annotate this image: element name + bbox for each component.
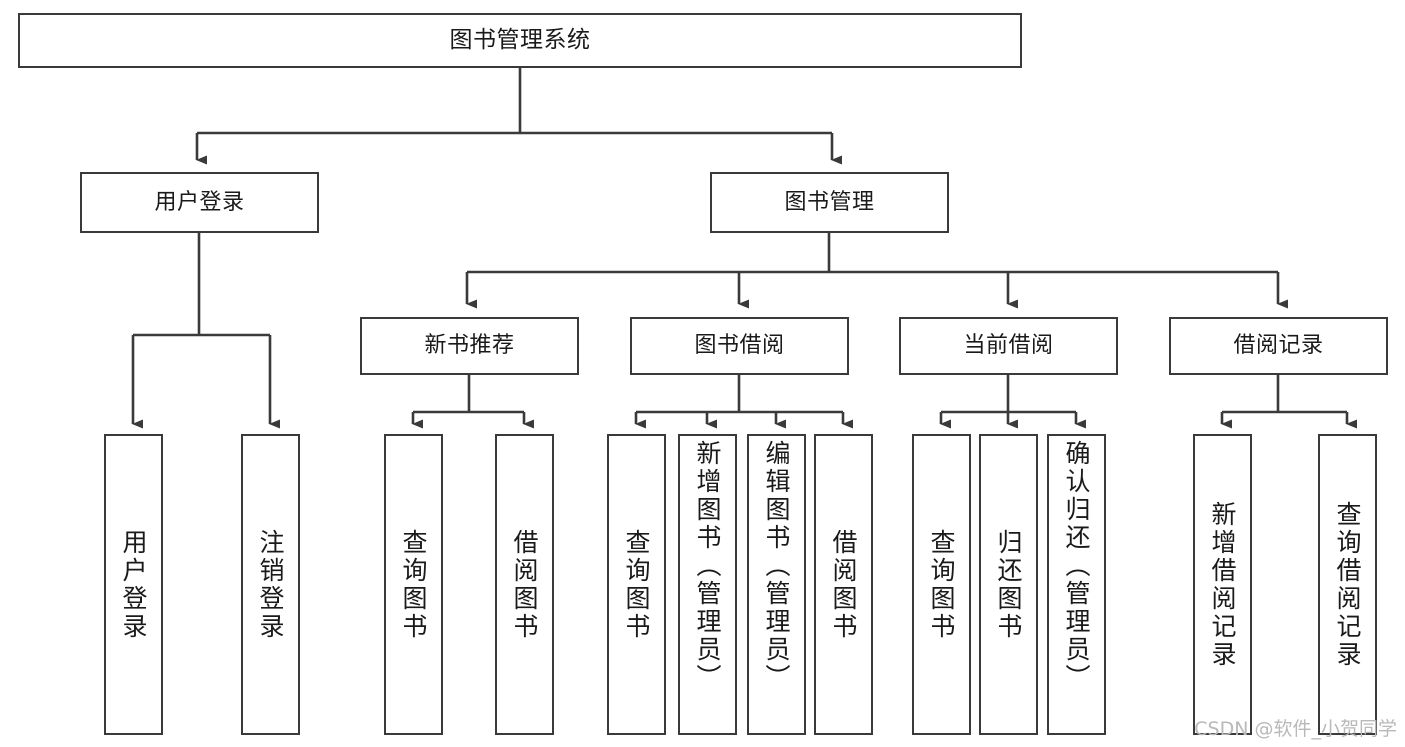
leaf-current-borrow-confirm-return[interactable]: 确认归还（管理员） — [1047, 434, 1106, 735]
node-current-borrow[interactable]: 当前借阅 — [899, 317, 1118, 375]
node-label: 确认归还（管理员） — [1062, 440, 1091, 692]
node-label: 用户登录 — [154, 189, 245, 215]
node-label: 查询图书 — [399, 528, 428, 641]
node-new-book-recommend[interactable]: 新书推荐 — [360, 317, 579, 375]
leaf-user-login-logout[interactable]: 注销登录 — [241, 434, 300, 735]
node-label: 图书借阅 — [694, 333, 785, 359]
csdn-watermark: CSDN @软件_小贺同学 — [1194, 718, 1397, 740]
node-label: 图书管理 — [784, 189, 875, 215]
leaf-current-borrow-query[interactable]: 查询图书 — [912, 434, 971, 735]
node-label: 当前借阅 — [963, 333, 1054, 359]
leaf-user-login-login[interactable]: 用户登录 — [104, 434, 163, 735]
node-label: 注销登录 — [256, 528, 285, 641]
leaf-book-borrow-edit[interactable]: 编辑图书（管理员） — [747, 434, 806, 735]
node-book-borrow[interactable]: 图书借阅 — [630, 317, 849, 375]
node-label: 新增借阅记录 — [1208, 500, 1237, 669]
leaf-book-borrow-borrow[interactable]: 借阅图书 — [814, 434, 873, 735]
node-label: 新增图书（管理员） — [693, 440, 722, 692]
node-label: 编辑图书（管理员） — [762, 440, 791, 692]
node-book-management[interactable]: 图书管理 — [710, 172, 949, 233]
leaf-book-borrow-query[interactable]: 查询图书 — [607, 434, 666, 735]
leaf-current-borrow-return[interactable]: 归还图书 — [979, 434, 1038, 735]
leaf-borrow-record-add[interactable]: 新增借阅记录 — [1193, 434, 1252, 735]
node-label: 借阅图书 — [829, 528, 858, 641]
leaf-new-book-borrow[interactable]: 借阅图书 — [495, 434, 554, 735]
node-label: 查询图书 — [622, 528, 651, 641]
node-borrow-record[interactable]: 借阅记录 — [1169, 317, 1388, 375]
node-label: 借阅记录 — [1233, 333, 1324, 359]
node-user-login[interactable]: 用户登录 — [80, 172, 319, 233]
node-label: 借阅图书 — [510, 528, 539, 641]
leaf-book-borrow-add[interactable]: 新增图书（管理员） — [678, 434, 737, 735]
node-label: 查询图书 — [927, 528, 956, 641]
node-label: 查询借阅记录 — [1333, 500, 1362, 669]
leaf-borrow-record-query[interactable]: 查询借阅记录 — [1318, 434, 1377, 735]
node-root-system[interactable]: 图书管理系统 — [18, 13, 1022, 68]
node-label: 归还图书 — [994, 528, 1023, 641]
node-label: 新书推荐 — [424, 333, 515, 359]
leaf-new-book-query[interactable]: 查询图书 — [384, 434, 443, 735]
node-label: 用户登录 — [119, 528, 148, 641]
node-label: 图书管理系统 — [449, 26, 591, 53]
